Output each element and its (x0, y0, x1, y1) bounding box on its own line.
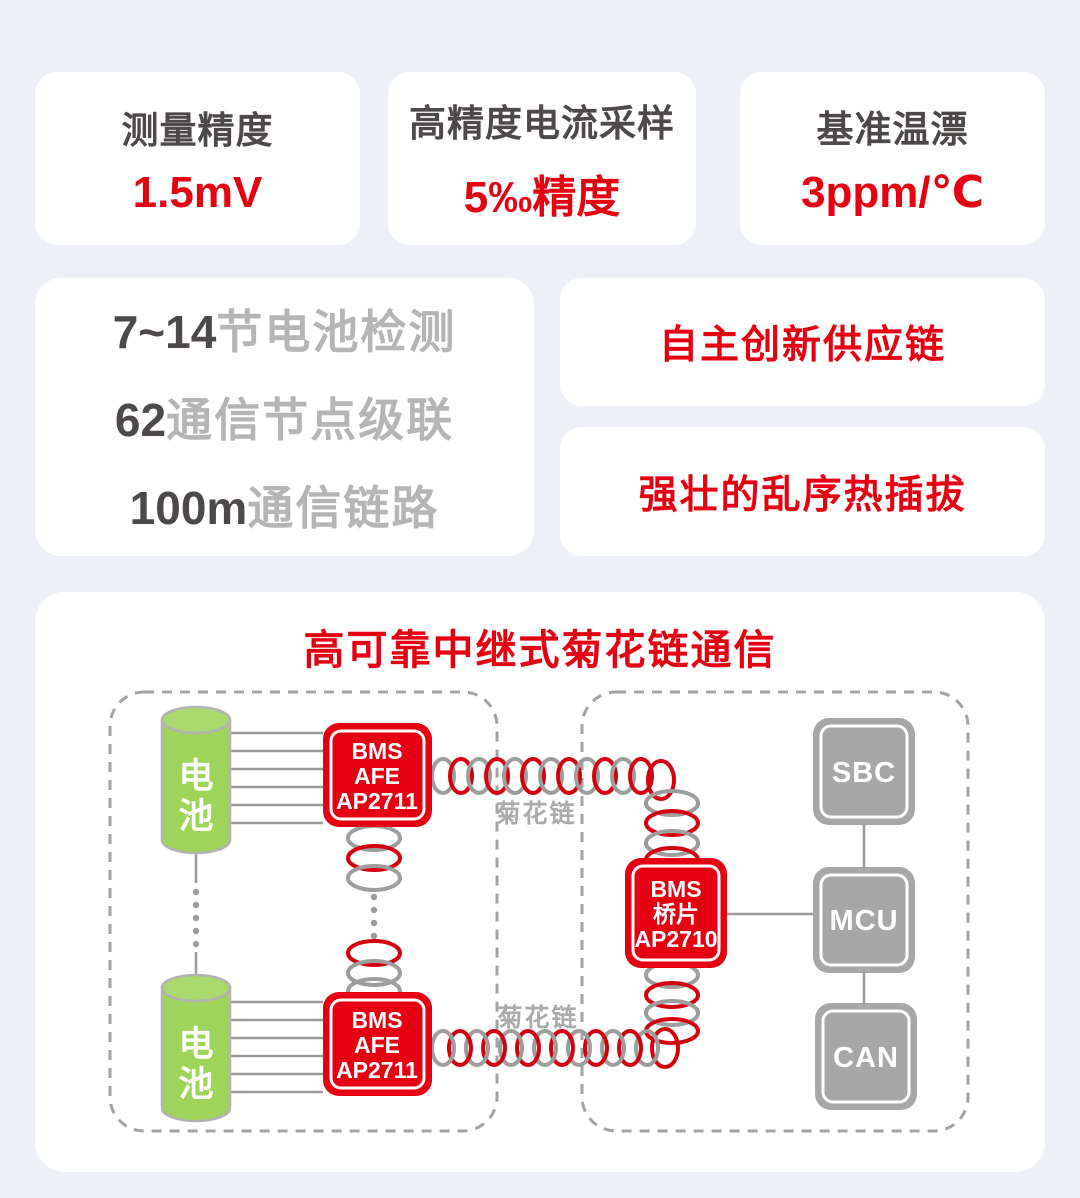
afe-chip-label: AP2711 (336, 1057, 418, 1083)
diagram-title: 高可靠中继式菊花链通信 (303, 627, 777, 673)
node-connectors (727, 825, 866, 1003)
afe-chip-bottom: BMS AFE AP2711 (323, 992, 432, 1096)
bridge-chip-label: 桥片 (653, 901, 699, 927)
stat-title: 测量精度 (121, 109, 274, 151)
daisy-chain-label-top: 菊花链 (495, 799, 576, 828)
spec-card: 7~14节电池检测 62通信节点级联 100m通信链路 (35, 278, 534, 556)
afe-chip-label: AFE (354, 763, 400, 789)
daisy-chain-label-bottom: 菊花链 (497, 1003, 578, 1032)
feature-label: 强壮的乱序热插拔 (638, 473, 967, 517)
sbc-node-label: SBC (832, 757, 896, 789)
stat-value: 1.5mV (132, 167, 263, 217)
afe-chip-top: BMS AFE AP2711 (323, 723, 432, 827)
afe-chip-label: BMS (351, 738, 402, 764)
battery-cylinder-top: 电 池 (160, 705, 232, 855)
stat-title: 基准温漂 (816, 109, 969, 150)
spec-line-nodes: 62通信节点级联 (115, 384, 454, 450)
battery-label: 池 (178, 1065, 213, 1104)
daisy-chain-diagram-card: 高可靠中继式菊花链通信 (35, 592, 1045, 1172)
afe-cascade-coil (346, 824, 402, 1005)
stat-value: 5‰精度 (463, 172, 621, 222)
battery-continuation-dots (192, 853, 200, 977)
spec-number: 62 (114, 394, 167, 446)
afe-chip-label: AFE (354, 1032, 400, 1058)
mcu-node: MCU (813, 867, 915, 973)
daisy-chain-diagram: 电 池 电 池 BMS AFE AP2711 BMS (108, 690, 970, 1133)
battery-module-boundary (108, 690, 499, 1133)
battery-label: 电 (178, 1025, 213, 1064)
battery-label: 池 (178, 797, 213, 836)
stat-value: 3ppm/℃ (801, 168, 984, 217)
daisy-chain-bottom (430, 961, 700, 1069)
can-node-label: CAN (833, 1042, 899, 1074)
stat-card-reference-drift: 基准温漂 3ppm/℃ (740, 72, 1045, 245)
battery-cylinder-bottom: 电 池 (160, 973, 232, 1123)
spec-text: 通信节点级联 (166, 394, 455, 446)
spec-number: 7~14 (112, 306, 217, 358)
spec-number: 100m (129, 482, 248, 534)
stat-title: 高精度电流采样 (409, 102, 675, 144)
stat-card-measure-accuracy: 测量精度 1.5mV (35, 72, 360, 245)
spec-text: 节电池检测 (216, 306, 457, 358)
mcu-node-label: MCU (829, 905, 898, 937)
spec-line-link: 100m通信链路 (130, 472, 440, 538)
afe-chip-label: BMS (351, 1007, 402, 1033)
sbc-node: SBC (813, 718, 915, 825)
sense-wires-top (230, 731, 323, 825)
spec-text: 通信链路 (247, 482, 440, 534)
feature-card-supply-chain: 自主创新供应链 (560, 278, 1045, 406)
feature-card-hot-plug: 强壮的乱序热插拔 (560, 427, 1045, 556)
spec-line-cells: 7~14节电池检测 (113, 296, 457, 362)
daisy-chain-top (430, 757, 700, 874)
can-node: CAN (815, 1003, 917, 1110)
sense-wires-bottom (230, 1000, 323, 1094)
bridge-chip-label: AP2710 (634, 926, 717, 952)
feature-label: 自主创新供应链 (658, 324, 946, 367)
afe-chip-label: AP2711 (336, 788, 418, 814)
controller-module-boundary (580, 690, 970, 1133)
bridge-chip-label: BMS (650, 876, 701, 902)
bridge-chip: BMS 桥片 AP2710 (625, 858, 727, 968)
stat-card-current-sampling: 高精度电流采样 5‰精度 (388, 72, 696, 245)
battery-label: 电 (178, 757, 213, 796)
